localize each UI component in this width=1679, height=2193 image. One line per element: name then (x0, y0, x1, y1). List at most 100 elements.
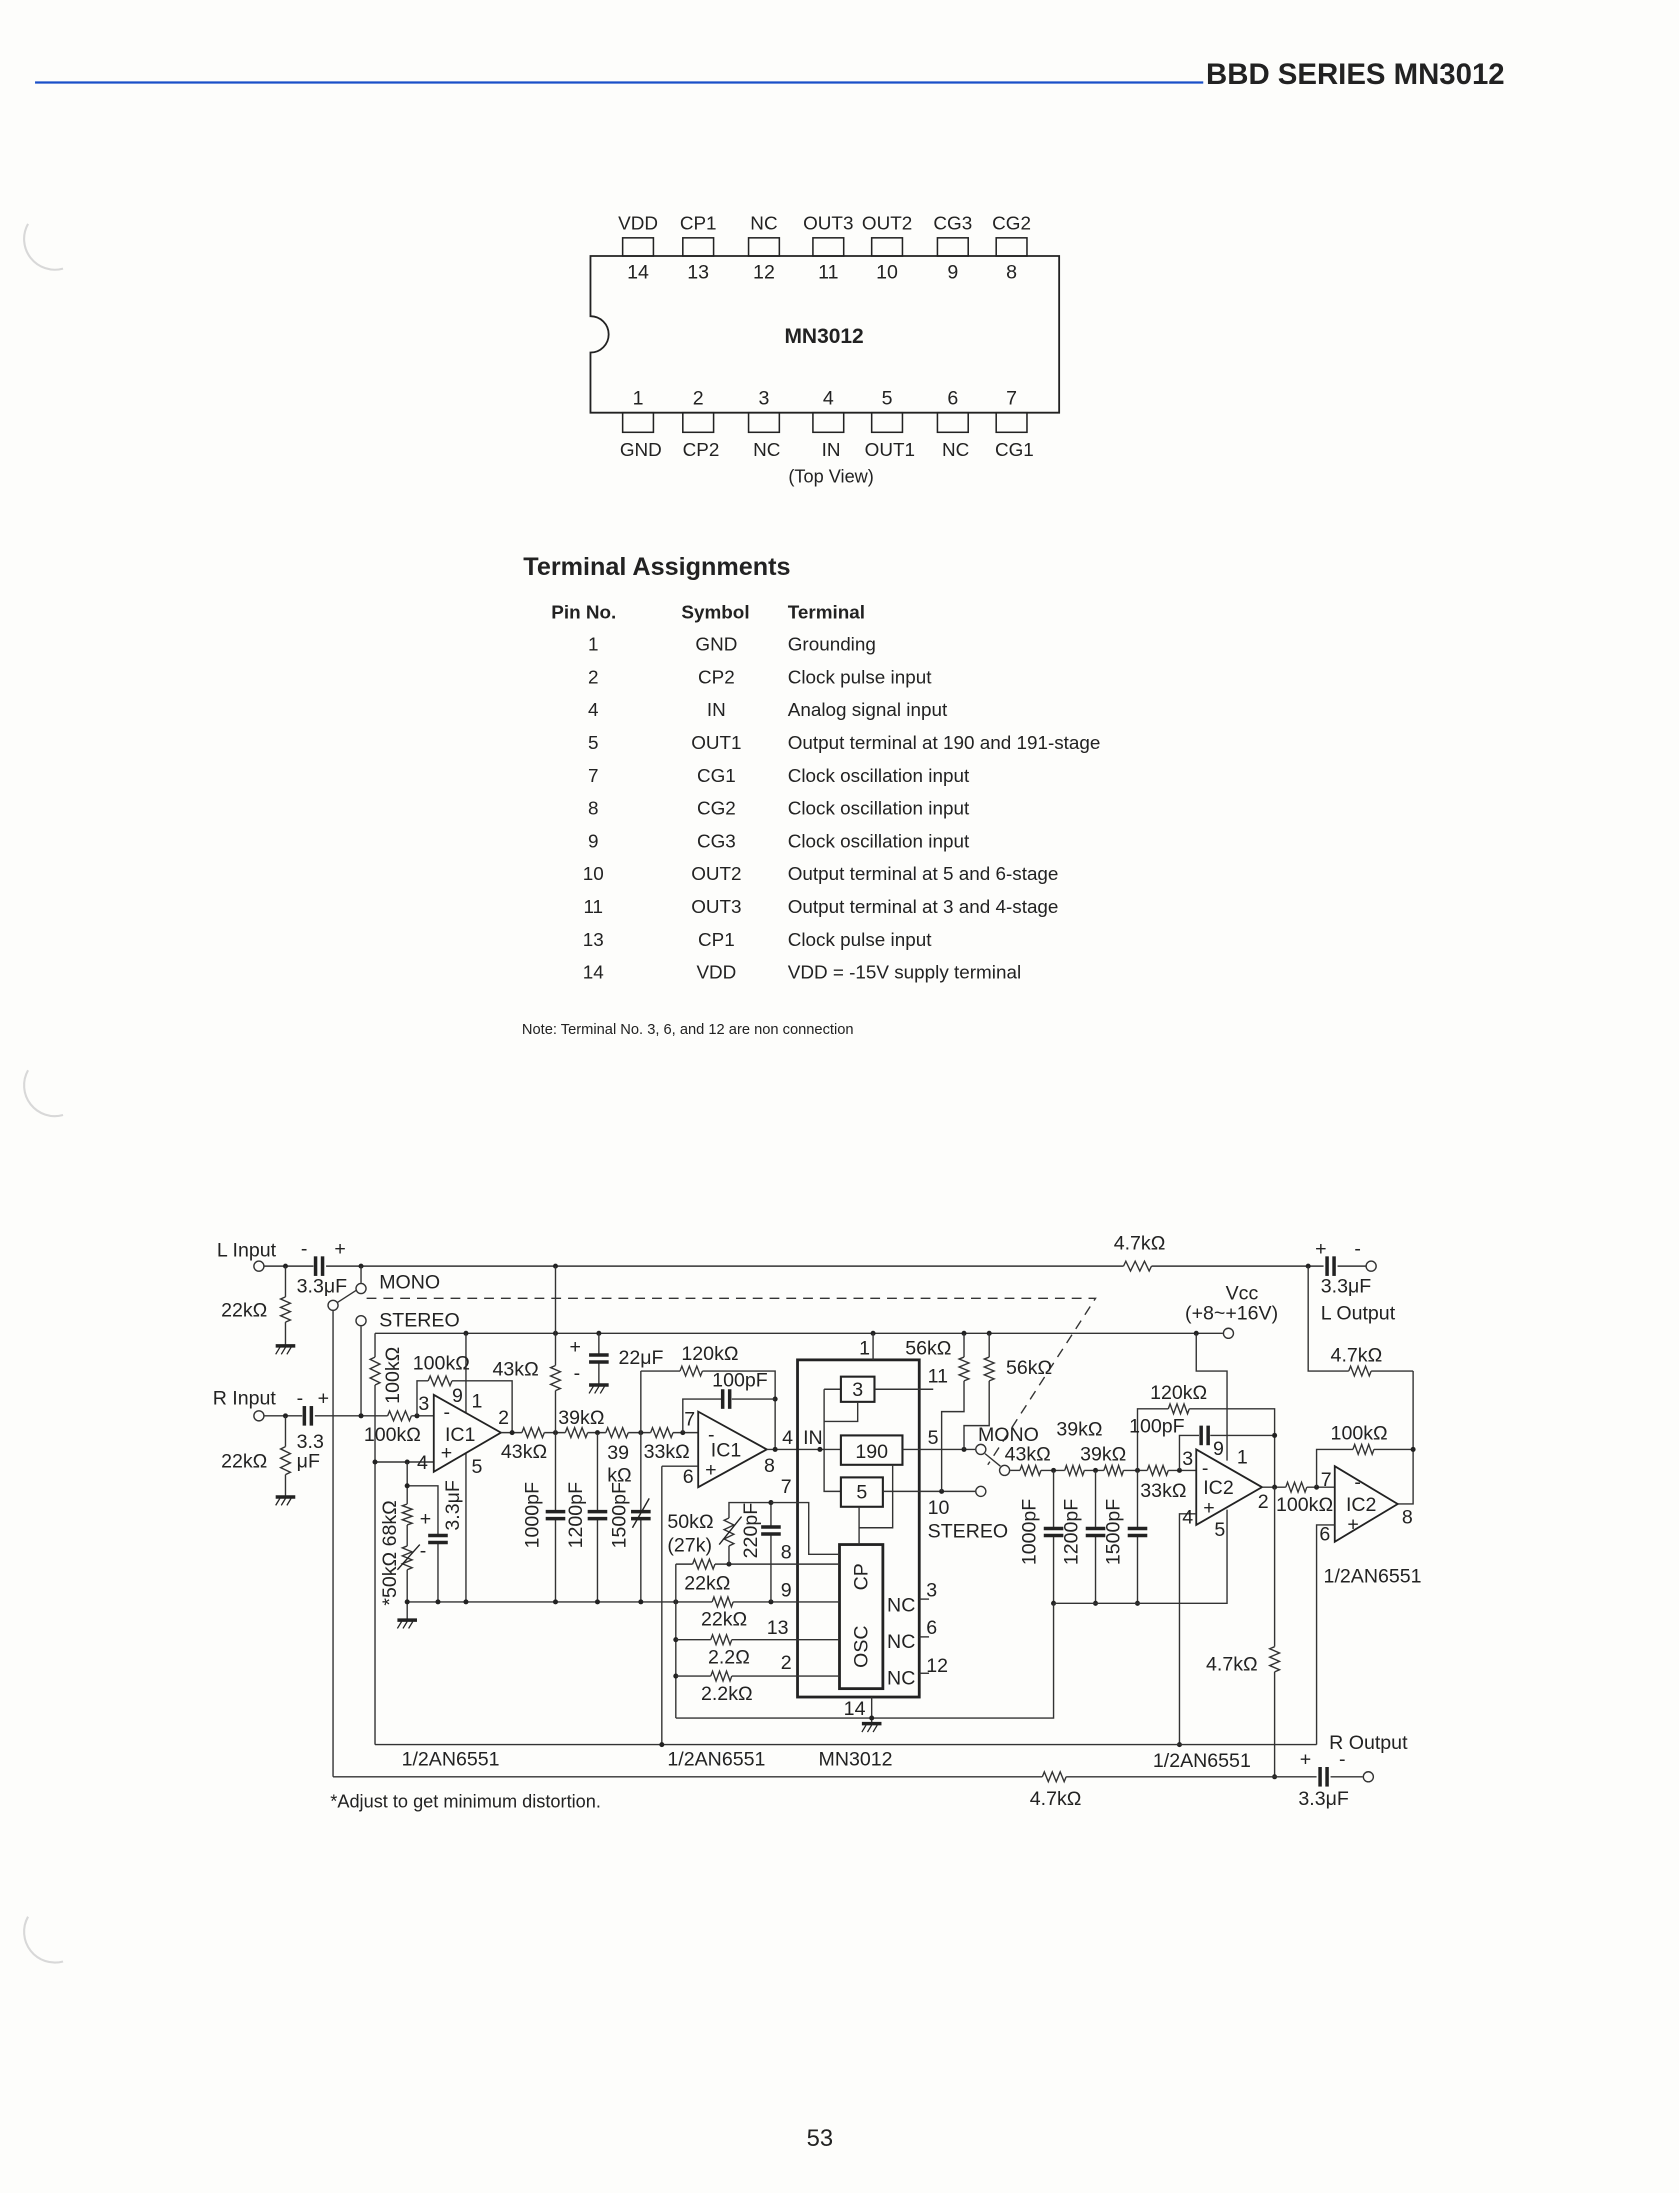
schematic-label: 8 (1402, 1507, 1413, 1529)
pin-symbol: IN (822, 440, 841, 461)
symbol-cell: OUT2 (691, 864, 741, 885)
schematic-label: 3.3μF (297, 1276, 347, 1298)
schematic-label: NC (887, 1667, 915, 1689)
schematic-label: 6 (1319, 1523, 1330, 1545)
gap (721, 1387, 731, 1411)
top-view-label: (Top View) (788, 467, 874, 487)
wire (859, 1464, 894, 1529)
resistor-icon (564, 1425, 589, 1440)
schematic-label: 56kΩ (1006, 1357, 1052, 1379)
schematic-label: 2 (498, 1407, 509, 1429)
pin-symbol: NC (753, 440, 780, 461)
terminal-cell: Output terminal at 5 and 6-stage (788, 864, 1059, 885)
terminal-cell: Analog signal input (788, 700, 948, 721)
schematic-label: - (1202, 1458, 1209, 1480)
ground-hatch (286, 1346, 292, 1355)
wire (940, 1380, 965, 1492)
schematic-label: 39 (607, 1442, 629, 1464)
pin-number-cell: 5 (588, 733, 599, 754)
column-header-terminal: Terminal (788, 602, 865, 623)
schematic-label: 1000pF (1018, 1499, 1040, 1565)
resistor-icon (605, 1425, 629, 1440)
symbol-cell: CG3 (697, 831, 736, 852)
terminal-circle (327, 1299, 339, 1312)
terminal-cell: VDD = -15V supply terminal (788, 963, 1021, 984)
pin-number-cell: 7 (588, 766, 599, 787)
schematic-label: 5 (928, 1427, 939, 1449)
schematic-label: 22kΩ (684, 1572, 730, 1594)
junction-dot (435, 1599, 441, 1605)
schematic-label: 100pF (1129, 1416, 1185, 1438)
wire (770, 1501, 840, 1556)
terminal-cell: Output terminal at 3 and 4-stage (788, 897, 1059, 918)
schematic-label: 4.7kΩ (1206, 1653, 1258, 1675)
wire (407, 1485, 439, 1602)
schematic-label: 3 (926, 1579, 937, 1601)
schematic-label: (+8~+16V) (1185, 1302, 1278, 1324)
pin-symbol: NC (942, 440, 969, 461)
terminal-cell: Output terminal at 190 and 191-stage (788, 733, 1101, 754)
schematic-label: IC1 (711, 1439, 741, 1461)
schematic-label: 6 (683, 1466, 694, 1488)
schematic-label: 2.2kΩ (701, 1683, 753, 1705)
schematic-label: - (1339, 1749, 1346, 1771)
schematic-label: IN (803, 1427, 823, 1449)
terminal-cell: Clock pulse input (788, 930, 932, 951)
schematic-label: 22kΩ (221, 1451, 267, 1473)
pin-lead (621, 237, 655, 257)
schematic-label: 33kΩ (1140, 1480, 1186, 1502)
resistor-icon (427, 1374, 453, 1388)
wire (963, 1380, 990, 1450)
schematic-label: μF (297, 1451, 320, 1473)
schematic-label: 3.3μF (442, 1480, 464, 1530)
schematic-label: 100kΩ (382, 1347, 404, 1404)
punch-hole (23, 1069, 64, 1118)
schematic-label: - (444, 1402, 451, 1424)
wire (1189, 1408, 1276, 1488)
pin-symbol: OUT2 (862, 213, 912, 234)
terminal-circle (1222, 1327, 1235, 1340)
chip-label: MN3012 (784, 325, 863, 348)
wire (1315, 1524, 1335, 1745)
terminal-cell: Clock oscillation input (788, 766, 970, 787)
schematic-label: 7 (781, 1476, 792, 1498)
schematic-label: - (301, 1238, 308, 1260)
pin-lead (812, 237, 845, 257)
terminal-assignments: Terminal Assignments Pin No. Symbol Term… (522, 553, 1101, 1038)
section-title: Terminal Assignments (523, 553, 790, 581)
wire (451, 1380, 513, 1433)
schematic-label: + (1300, 1749, 1311, 1771)
pin-symbol: NC (750, 213, 777, 234)
pin-lead (870, 237, 904, 257)
wire (728, 1501, 771, 1518)
block (796, 1358, 921, 1699)
resistor-icon (1285, 1480, 1308, 1495)
wire (1178, 1434, 1200, 1471)
pin-lead (936, 237, 969, 257)
pin-number: 5 (882, 387, 893, 409)
schematic-label: 4 (782, 1427, 793, 1449)
junction-dot (638, 1599, 644, 1605)
pin-lead (682, 411, 715, 434)
pin-number-cell: 10 (583, 864, 604, 885)
schematic-label: CP (850, 1563, 872, 1590)
schematic-label: 43kΩ (1005, 1444, 1051, 1466)
pin-symbol: OUT3 (803, 213, 853, 234)
schematic-label: R Input (213, 1388, 277, 1410)
ground-hatch (866, 1724, 873, 1733)
pin-symbol: OUT1 (865, 440, 915, 461)
schematic-label: 33kΩ (644, 1441, 690, 1463)
schematic-label: 120kΩ (681, 1343, 738, 1365)
junction-dot (463, 1599, 469, 1605)
gap (586, 1510, 609, 1520)
schematic-label: 14 (844, 1698, 866, 1720)
junction-dot (1272, 1432, 1278, 1438)
schematic-label: 43kΩ (501, 1441, 547, 1463)
wire (823, 1389, 841, 1493)
schematic-label: 1/2AN6551 (1324, 1565, 1422, 1587)
op-amp-ic2a (1195, 1447, 1264, 1527)
resistor-icon (711, 1594, 734, 1609)
terminal-circle (355, 1282, 367, 1295)
